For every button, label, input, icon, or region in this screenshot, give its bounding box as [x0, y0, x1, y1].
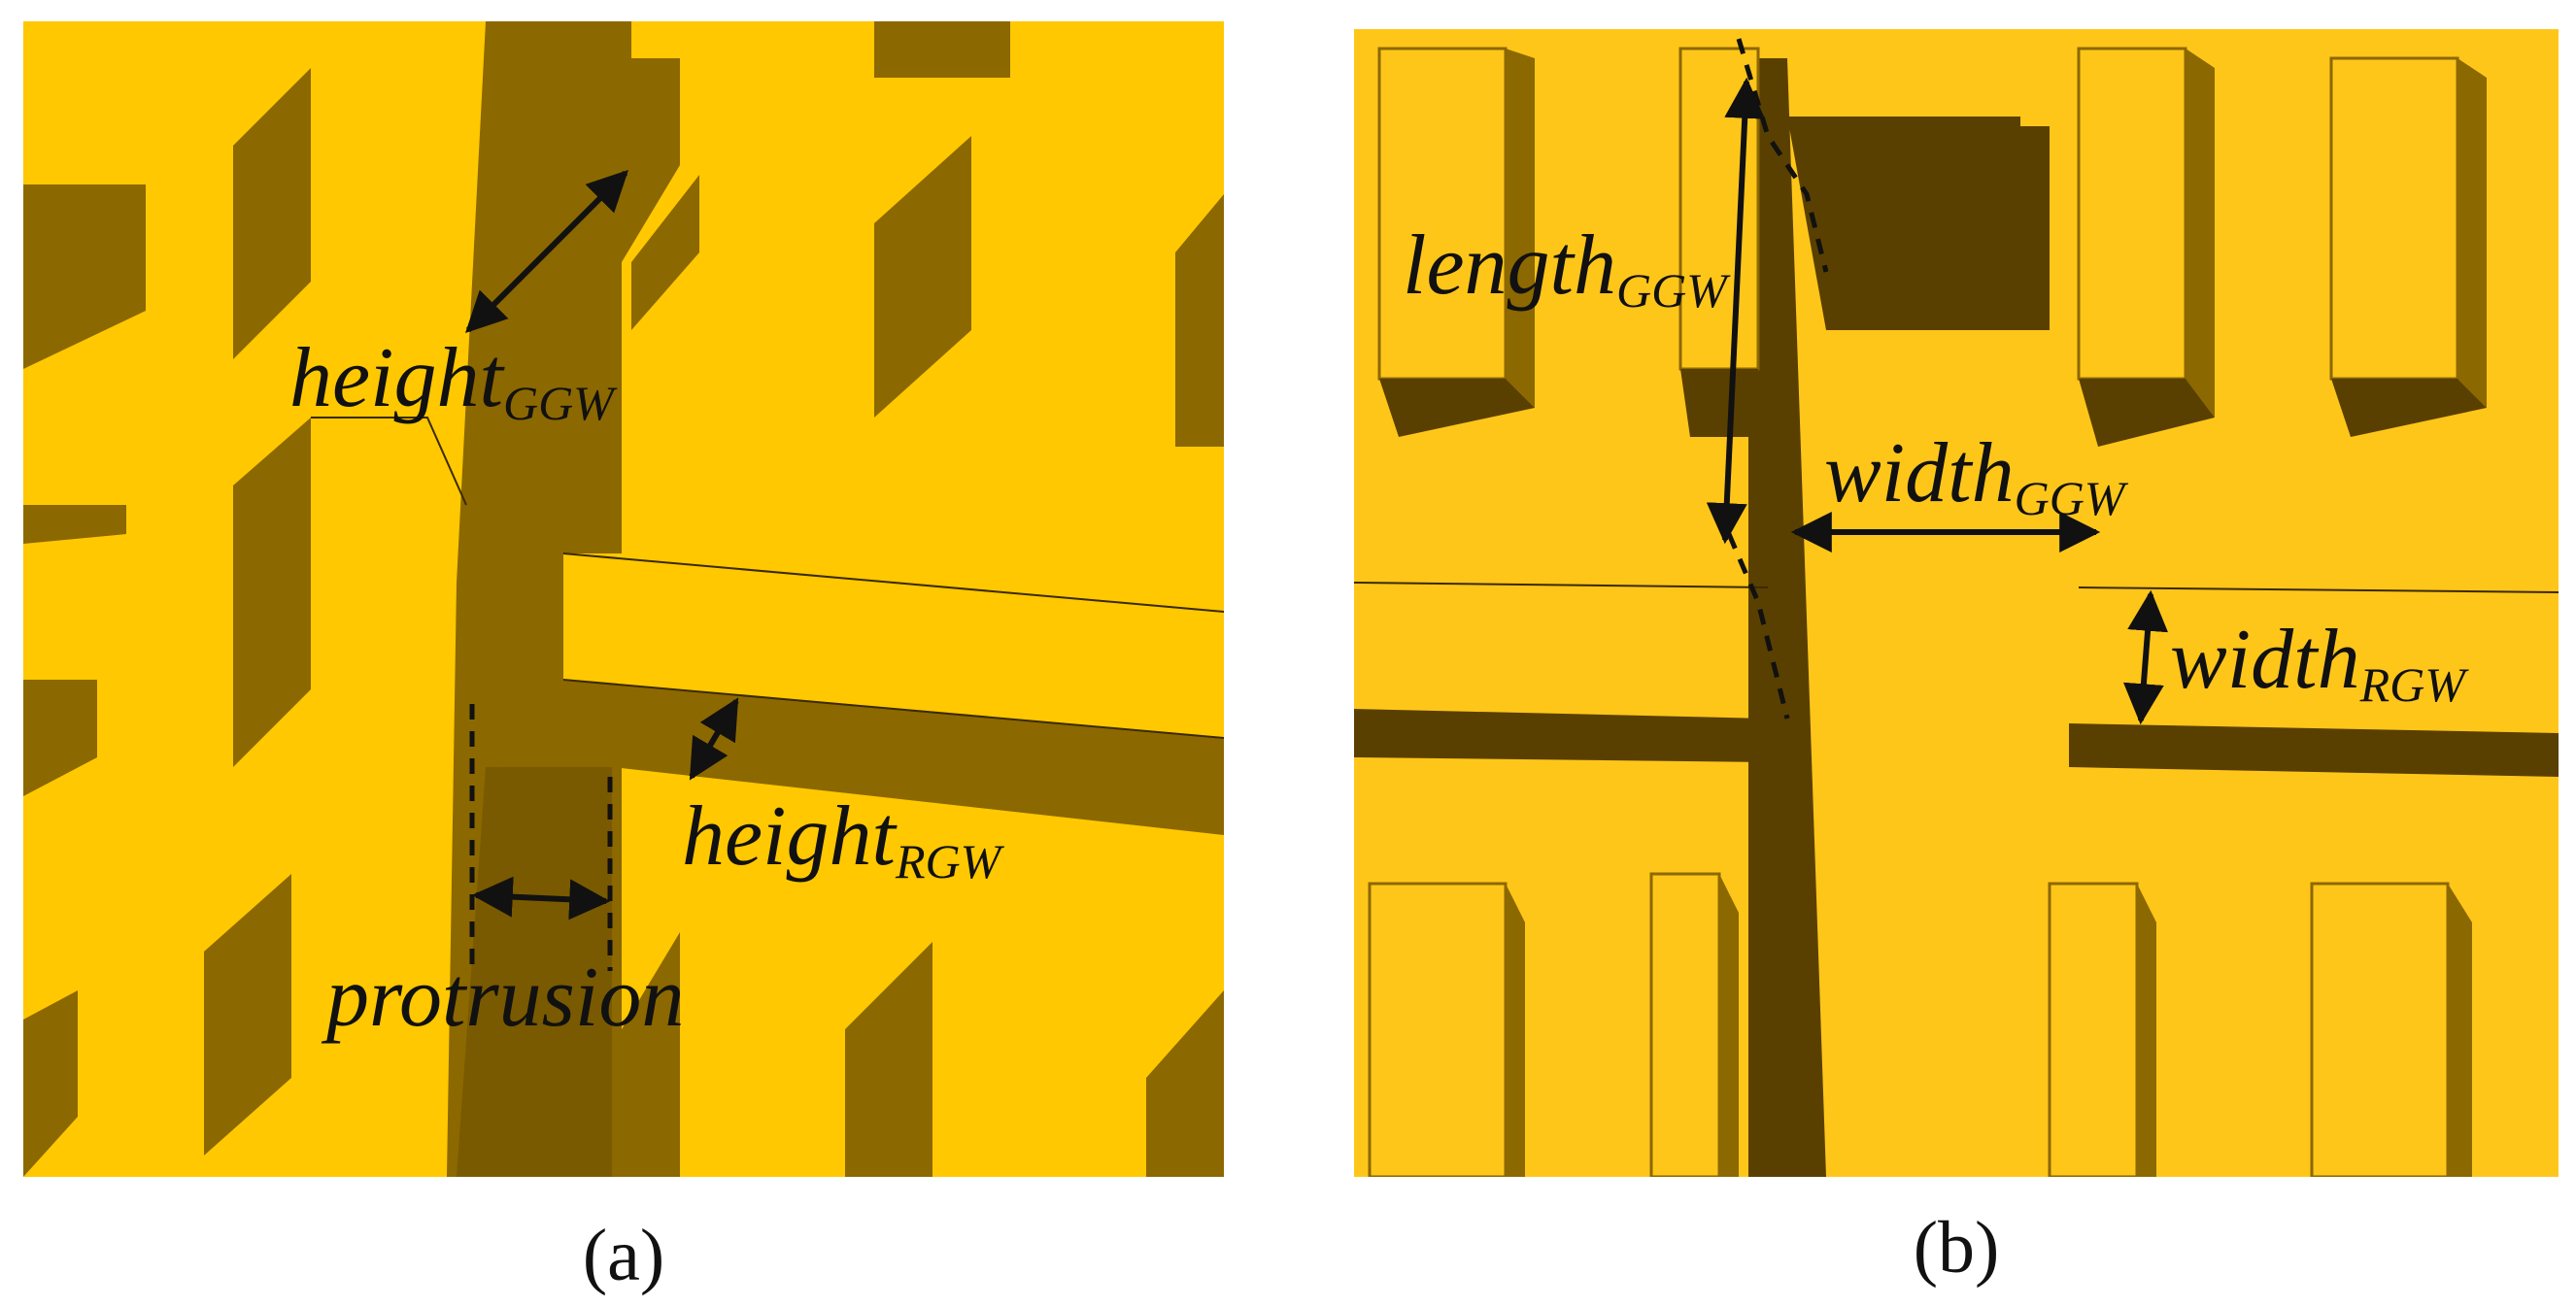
- width-rgw-arrow: [2122, 589, 2169, 725]
- label-width-ggw-sub: GGW: [2015, 471, 2129, 525]
- height-rgw-arrow: [689, 697, 739, 781]
- label-width-rgw-main: width: [2170, 613, 2360, 707]
- pin-array-a: [23, 21, 1224, 1177]
- label-height-rgw: heightRGW: [682, 789, 1005, 888]
- panel-b-render: [1354, 29, 2559, 1177]
- length-ggw-arrow: [1706, 77, 1766, 545]
- caption-a: (a): [583, 1215, 664, 1296]
- label-height-ggw-main: height: [289, 331, 506, 425]
- rgw-ridge-top: [563, 553, 1224, 738]
- rgw-ridge-right-shadow: [2069, 723, 2559, 777]
- label-width-ggw: widthGGW: [1824, 426, 2129, 525]
- caption-b: (b): [1914, 1207, 2000, 1289]
- height-ggw-arrow: [465, 170, 628, 333]
- label-width-rgw: widthRGW: [2170, 613, 2469, 712]
- protrusion-arrow: [471, 876, 611, 921]
- panel-a-render: [23, 21, 1224, 1177]
- label-height-rgw-sub: RGW: [895, 834, 1005, 888]
- label-height-ggw: heightGGW: [289, 331, 618, 430]
- label-width-ggw-main: width: [1824, 426, 2015, 520]
- label-length-ggw: lengthGGW: [1403, 218, 1731, 318]
- protrusion-stub: [457, 767, 612, 1177]
- rgw-ridge-left-shadow: [1354, 709, 1768, 762]
- label-height-ggw-sub: GGW: [503, 376, 618, 430]
- label-height-rgw-main: height: [682, 789, 898, 884]
- ggw-groove-b: [1748, 58, 1826, 1177]
- groove-upper-block-b: [1787, 117, 2050, 330]
- label-protrusion: protrusion: [321, 951, 684, 1045]
- rgw-ridge-side: [486, 621, 1224, 835]
- groove-left-face: [622, 21, 680, 262]
- label-length-ggw-sub: GGW: [1616, 263, 1731, 318]
- label-length-ggw-main: length: [1403, 218, 1616, 313]
- length-ggw-dash: [1726, 38, 1829, 720]
- label-width-rgw-sub: RGW: [2359, 657, 2470, 712]
